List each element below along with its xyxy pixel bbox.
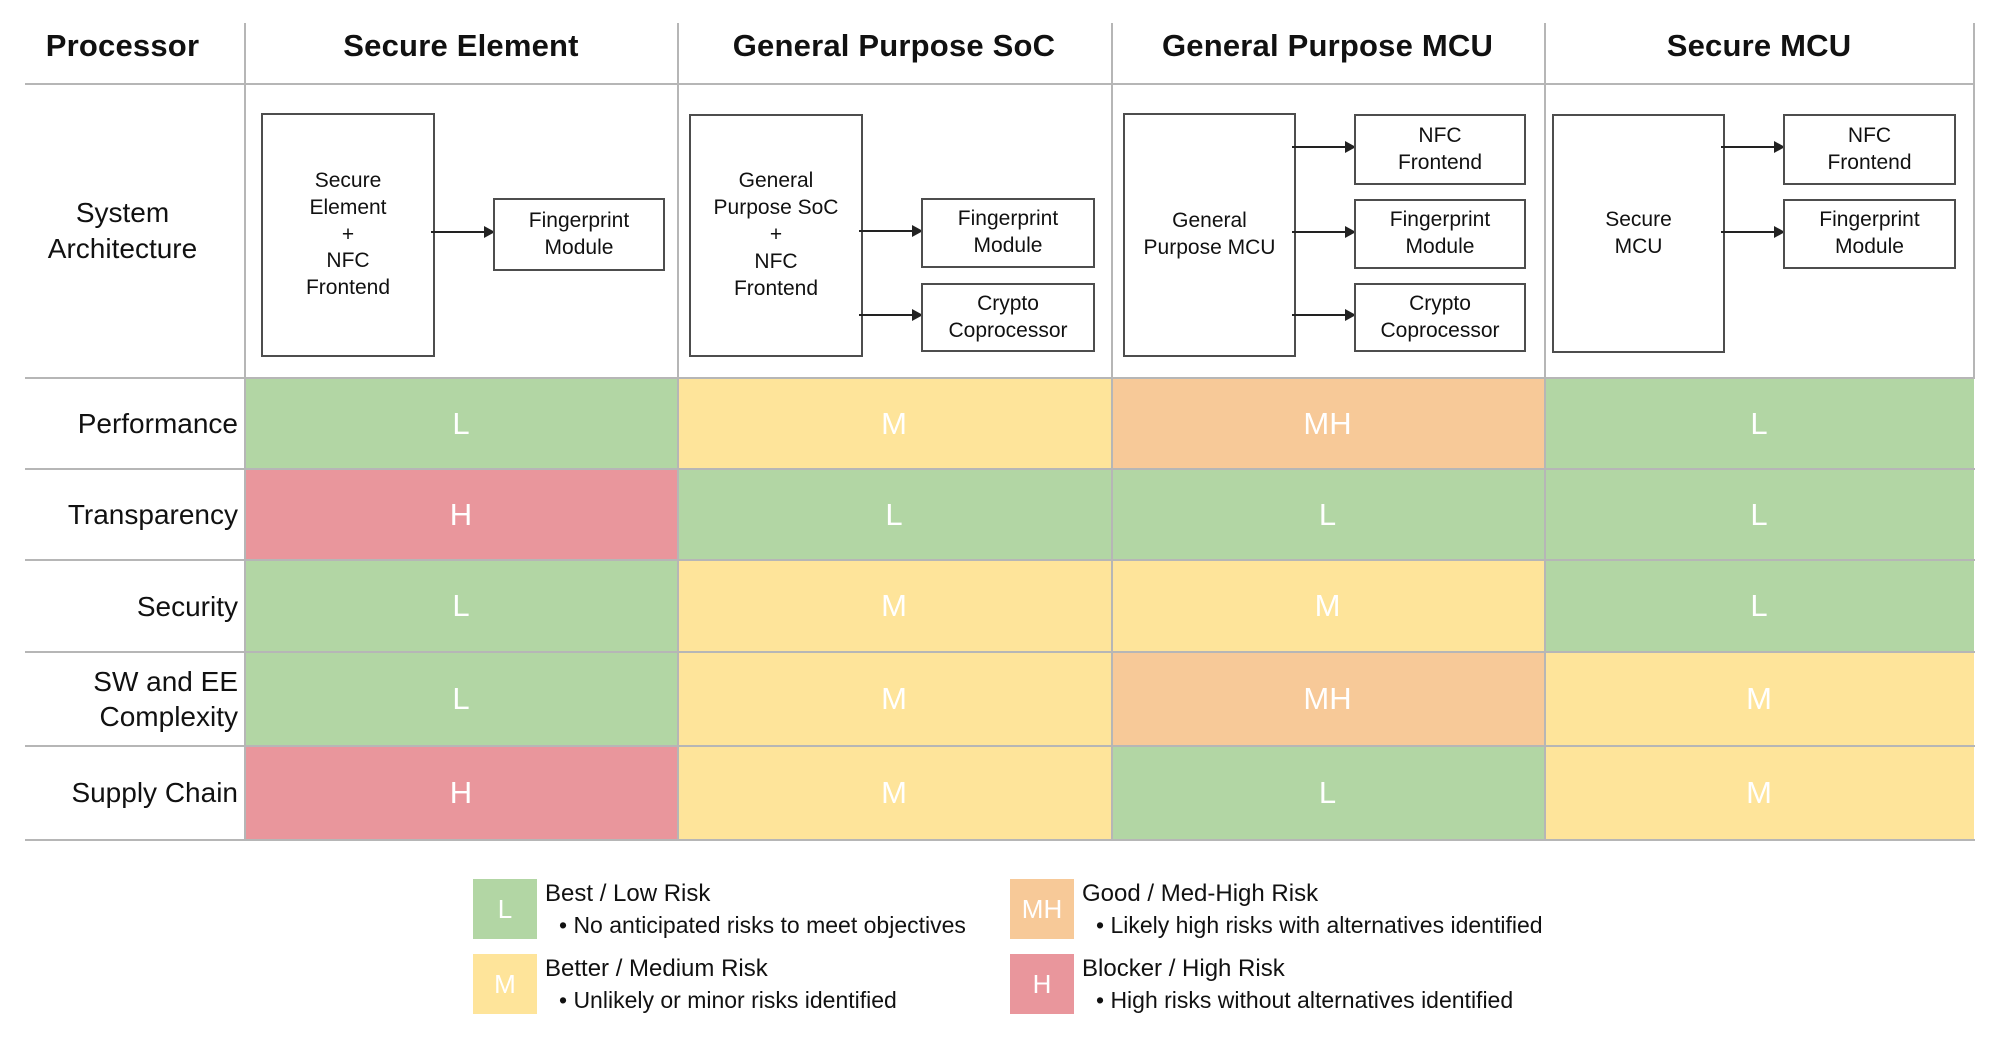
- row-label-system-architecture: System Architecture: [47, 196, 198, 264]
- legend-swatch-med-high: MH: [1010, 879, 1074, 939]
- rating-cell: L: [1111, 469, 1544, 560]
- rating-cell: M: [1544, 746, 1974, 839]
- rating-cell: M: [1544, 652, 1974, 746]
- legend-entry-high: Blocker / High Risk • High risks without…: [1082, 955, 1513, 1014]
- diagram-box-secure-element-main: Secure Element + NFC Frontend: [261, 113, 435, 357]
- column-header-general-purpose-soc: General Purpose SoC: [732, 28, 1056, 63]
- rating-cell: M: [677, 746, 1111, 839]
- arrow-icon: [1721, 226, 1785, 238]
- column-divider: [1111, 23, 1113, 378]
- row-label-sw-ee-complexity: SW and EE Complexity: [93, 666, 238, 732]
- legend-swatch-medium: M: [473, 954, 537, 1014]
- rating-cell: MH: [1111, 652, 1544, 746]
- rating-cell: L: [245, 652, 677, 746]
- table-right-edge: [1973, 23, 1975, 378]
- header-underline: [25, 83, 1975, 85]
- legend-title: Best / Low Risk: [545, 880, 711, 907]
- row-divider: [25, 377, 1975, 379]
- arrow-icon: [1721, 141, 1785, 153]
- diagram-box-gp-soc-main: General Purpose SoC + NFC Frontend: [689, 114, 863, 357]
- diagram-box-gp-mcu-crypto: Crypto Coprocessor: [1354, 283, 1526, 352]
- row-divider: [25, 559, 1975, 561]
- rating-cell: M: [677, 652, 1111, 746]
- rating-cell: L: [1544, 469, 1974, 560]
- row-label-transparency: Transparency: [67, 499, 238, 530]
- arrow-icon: [431, 226, 495, 238]
- row-label-supply-chain: Supply Chain: [71, 777, 238, 808]
- diagram-box-secure-mcu-fingerprint: Fingerprint Module: [1783, 199, 1956, 269]
- legend-entry-medium: Better / Medium Risk • Unlikely or minor…: [545, 955, 897, 1014]
- diagram-box-secure-element-fingerprint: Fingerprint Module: [493, 198, 665, 271]
- rating-cell: MH: [1111, 378, 1544, 469]
- column-divider: [1111, 377, 1113, 840]
- rating-cell: H: [245, 469, 677, 560]
- diagram-box-gp-mcu-nfc: NFC Frontend: [1354, 114, 1526, 185]
- column-divider: [244, 23, 246, 378]
- row-divider: [25, 468, 1975, 470]
- rating-cell: M: [1111, 560, 1544, 652]
- legend-title: Good / Med-High Risk: [1082, 880, 1319, 907]
- diagram-box-gp-soc-crypto: Crypto Coprocessor: [921, 283, 1095, 352]
- rating-cell: L: [245, 378, 677, 469]
- column-divider: [677, 377, 679, 840]
- arrow-icon: [1292, 141, 1356, 153]
- rating-cell: H: [245, 746, 677, 839]
- rating-cell: L: [1544, 378, 1974, 469]
- row-label-security: Security: [136, 590, 238, 622]
- arrow-icon: [1292, 226, 1356, 238]
- arrow-icon: [1292, 309, 1356, 321]
- column-divider: [1544, 377, 1546, 840]
- diagram-box-gp-soc-fingerprint: Fingerprint Module: [921, 198, 1095, 268]
- diagram-box-secure-mcu-nfc: NFC Frontend: [1783, 114, 1956, 185]
- column-header-secure-element: Secure Element: [343, 28, 579, 63]
- column-divider: [1544, 23, 1546, 378]
- legend-title: Blocker / High Risk: [1082, 955, 1285, 982]
- legend-bullet: • No anticipated risks to meet objective…: [559, 911, 966, 938]
- row-divider: [25, 839, 1975, 841]
- column-divider: [677, 23, 679, 378]
- diagram-box-gp-mcu-fingerprint: Fingerprint Module: [1354, 199, 1526, 269]
- legend-swatch-high: H: [1010, 954, 1074, 1014]
- legend-bullet: • Likely high risks with alternatives id…: [1096, 911, 1543, 938]
- rating-cell: L: [1544, 560, 1974, 652]
- corner-header-processor: Processor: [45, 28, 200, 63]
- diagram-box-secure-mcu-main: Secure MCU: [1552, 114, 1725, 353]
- row-label-performance: Performance: [77, 408, 238, 439]
- row-divider: [25, 651, 1975, 653]
- legend-bullet: • Unlikely or minor risks identified: [559, 986, 897, 1013]
- diagram-box-gp-mcu-main: General Purpose MCU: [1123, 113, 1296, 357]
- legend-entry-low: Best / Low Risk • No anticipated risks t…: [545, 880, 966, 939]
- row-divider: [25, 745, 1975, 747]
- rating-cell: M: [677, 378, 1111, 469]
- legend-entry-med-high: Good / Med-High Risk • Likely high risks…: [1082, 880, 1543, 939]
- rating-cell: L: [1111, 746, 1544, 839]
- rating-cell: L: [677, 469, 1111, 560]
- arrow-icon: [859, 309, 923, 321]
- legend-swatch-low: L: [473, 879, 537, 939]
- legend-title: Better / Medium Risk: [545, 955, 768, 982]
- column-divider: [244, 377, 246, 840]
- column-header-secure-mcu: Secure MCU: [1666, 28, 1852, 63]
- rating-cell: L: [245, 560, 677, 652]
- rating-cell: M: [677, 560, 1111, 652]
- column-header-general-purpose-mcu: General Purpose MCU: [1161, 28, 1494, 63]
- legend-bullet: • High risks without alternatives identi…: [1096, 986, 1514, 1013]
- arrow-icon: [859, 225, 923, 237]
